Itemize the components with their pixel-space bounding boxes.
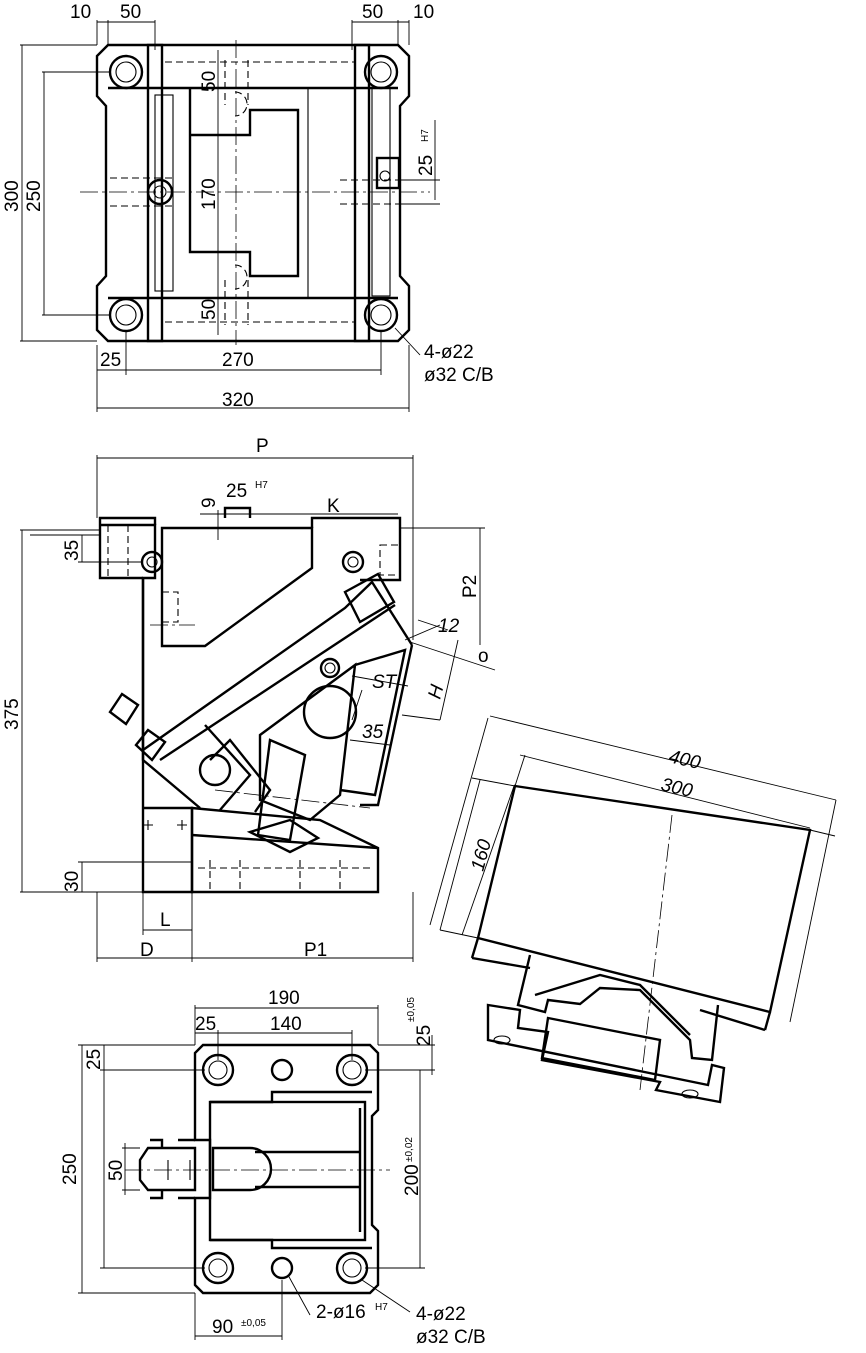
dim-50-lower: 50 xyxy=(199,299,220,320)
cbore-hole-tl xyxy=(108,54,144,90)
dim-300-iso: 300 xyxy=(659,774,695,802)
dim-400: 400 xyxy=(667,746,703,774)
dim-angle: o xyxy=(478,646,489,667)
cbore-hole-tr xyxy=(363,54,399,90)
dim-170: 170 xyxy=(199,178,220,210)
dim-H: H xyxy=(425,682,449,701)
dim-25-tol-sup: ±0,05 xyxy=(406,997,417,1022)
dim-250: 250 xyxy=(24,180,45,212)
dim-25-left: 25 xyxy=(84,1049,105,1070)
dim-90: 90 xyxy=(212,1317,233,1338)
dim-25-h7-front: 25 xyxy=(226,481,247,502)
dim-25-h7: 25 xyxy=(416,155,437,176)
bottom-hole-note-line1: 4-ø22 xyxy=(416,1304,466,1325)
dim-2-16-sup: H7 xyxy=(375,1302,388,1313)
front-view: P 9 25 H7 K 35 P2 12 o ST H 35 375 30 L … xyxy=(2,436,496,962)
dim-90-sup: ±0,05 xyxy=(241,1318,266,1329)
bottom-cbore-bl xyxy=(201,1251,235,1285)
dim-L: L xyxy=(160,910,171,931)
dim-50-left: 50 xyxy=(120,2,141,23)
dim-200: 200 xyxy=(402,1164,423,1196)
dim-200-sup: ±0,02 xyxy=(404,1137,415,1162)
dim-P: P xyxy=(256,436,269,457)
dim-P1: P1 xyxy=(304,940,327,961)
dim-50-bottom: 50 xyxy=(106,1160,127,1181)
hole-note-line1: 4-ø22 xyxy=(424,342,474,363)
dim-190: 190 xyxy=(268,988,300,1009)
dim-25-top: 25 xyxy=(195,1014,216,1035)
dim-320: 320 xyxy=(222,390,254,411)
dim-270: 270 xyxy=(222,350,254,371)
dim-25-bottom: 25 xyxy=(100,350,121,371)
dim-12: 12 xyxy=(438,616,460,637)
dim-P2: P2 xyxy=(460,575,481,598)
dim-25-h7-sup: H7 xyxy=(420,129,431,142)
dim-ST: ST xyxy=(372,672,398,693)
bottom-hole-note-line2: ø32 C/B xyxy=(416,1327,486,1348)
dim-35-top: 35 xyxy=(62,540,83,561)
bottom-view: 190 25 140 25 ±0,05 25 250 50 200 ±0,02 … xyxy=(60,988,486,1348)
cbore-hole-bl xyxy=(108,297,144,333)
dim-10-left: 10 xyxy=(70,2,91,23)
bottom-cbore-br xyxy=(335,1251,369,1285)
dim-D: D xyxy=(140,940,154,961)
dim-50-right: 50 xyxy=(362,2,383,23)
dim-160: 160 xyxy=(468,837,497,873)
dim-2-16: 2-ø16 xyxy=(316,1302,366,1323)
dim-25-h7-front-sup: H7 xyxy=(255,480,268,491)
dim-375: 375 xyxy=(2,698,23,730)
dim-30: 30 xyxy=(62,871,83,892)
top-view: 10 50 50 10 300 250 50 170 50 25 H7 25 2… xyxy=(2,2,494,412)
dim-25-tol: 25 xyxy=(414,1025,435,1046)
dim-300: 300 xyxy=(2,180,23,212)
hole-note-line2: ø32 C/B xyxy=(424,365,494,386)
iso-view: 400 300 160 xyxy=(429,715,837,1104)
dim-10-right: 10 xyxy=(413,2,434,23)
dim-35-slide: 35 xyxy=(362,722,384,743)
dim-140: 140 xyxy=(270,1014,302,1035)
dim-9: 9 xyxy=(199,497,220,508)
dim-50-upper: 50 xyxy=(199,71,220,92)
dim-250-bottom: 250 xyxy=(60,1153,81,1185)
dim-K: K xyxy=(327,496,340,517)
